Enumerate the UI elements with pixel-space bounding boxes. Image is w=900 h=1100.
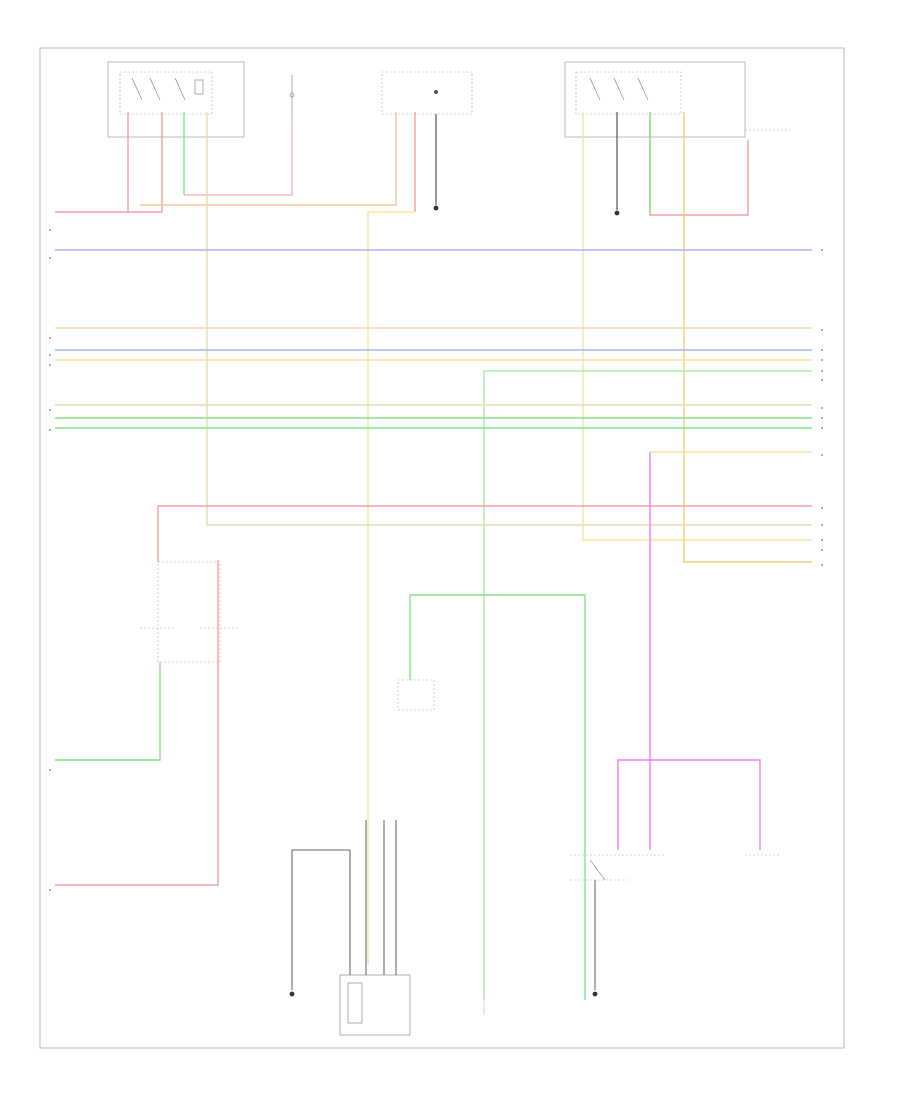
diagram-frame: [39, 47, 845, 1049]
top-right-wires: [582, 112, 812, 563]
bottom-connector[interactable]: [289, 820, 411, 1036]
left-relay-box[interactable]: [107, 61, 245, 138]
bus-rows: [55, 249, 812, 1000]
center-module[interactable]: [381, 71, 473, 115]
mid-sensor[interactable]: [397, 594, 586, 1000]
lower-left-wires: [55, 560, 219, 886]
top-left-wires: [55, 112, 812, 965]
right-relay-box[interactable]: [564, 61, 790, 138]
right-lower-component[interactable]: [570, 452, 761, 997]
ignition-switch[interactable]: [289, 75, 295, 118]
left-edge-terminals: [49, 229, 51, 891]
lower-left-module[interactable]: [140, 545, 240, 663]
bus-row-green-short[interactable]: [483, 370, 812, 1000]
right-edge-terminals: [821, 249, 823, 566]
